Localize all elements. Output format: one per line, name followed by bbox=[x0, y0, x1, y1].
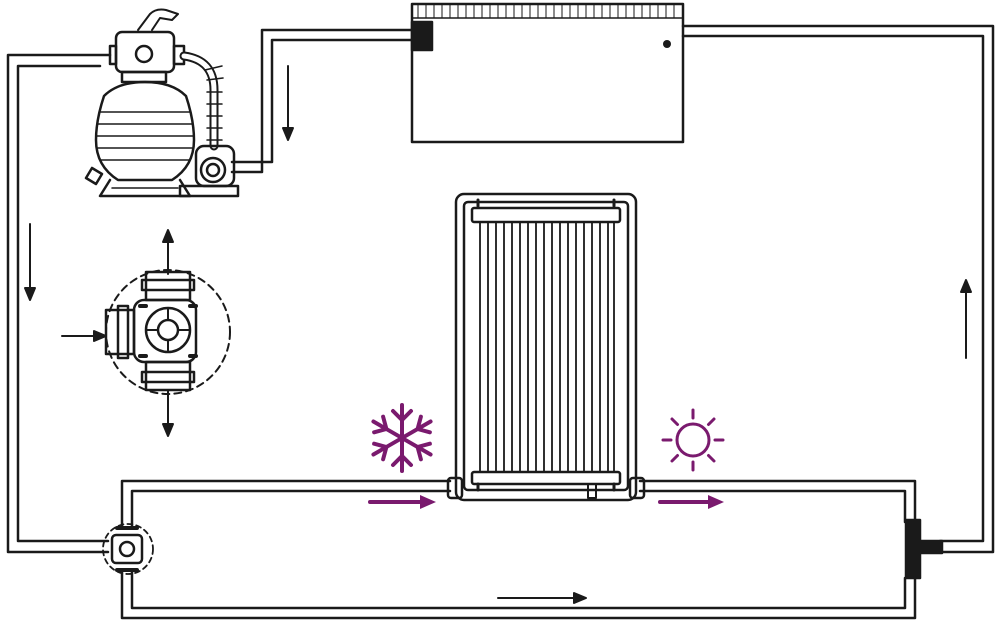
pipe-pump-to-pool-inner bbox=[230, 38, 414, 164]
filter-tank bbox=[94, 80, 196, 182]
pipe-lower-bottom-inner bbox=[130, 568, 907, 610]
pipe-network bbox=[6, 24, 995, 620]
filter-valve-head bbox=[114, 30, 176, 74]
arrow-valve-up-head bbox=[162, 229, 174, 243]
pool-inlet-fitting bbox=[410, 20, 434, 52]
filter-handle bbox=[137, 8, 179, 31]
filter-hose-ribs bbox=[204, 65, 224, 141]
valve-bottom-port bbox=[144, 360, 192, 392]
valve-bottom-port-collar bbox=[140, 370, 196, 384]
arrow-down-pump-head bbox=[282, 127, 294, 141]
filter-tank-ribs bbox=[96, 111, 194, 161]
valve-body bbox=[132, 298, 198, 364]
valve-knob-inner bbox=[156, 318, 180, 342]
pool-edge-tiles bbox=[417, 3, 675, 19]
pool-skimmer-dot bbox=[663, 40, 671, 48]
bypass-valve-ports bbox=[115, 526, 139, 572]
pump-impeller-outer bbox=[199, 156, 227, 184]
bypass-valve-body bbox=[110, 533, 144, 565]
filter-base bbox=[98, 178, 192, 198]
pipe-left-inner bbox=[16, 64, 110, 543]
filter-drain bbox=[84, 166, 104, 186]
valve-top-port-collar bbox=[140, 278, 196, 292]
pipe-lower-bottom-outer bbox=[120, 568, 917, 620]
return-inlet-body bbox=[904, 518, 922, 580]
pipe-lower-top-inner bbox=[130, 489, 452, 530]
arrow-up-right-head bbox=[960, 279, 972, 293]
hot-flow-arrow-head bbox=[708, 495, 724, 509]
solar-heater-panel bbox=[446, 192, 646, 502]
pool bbox=[410, 2, 685, 144]
snowflake-icon bbox=[371, 403, 433, 473]
return-inlet bbox=[904, 518, 944, 580]
sand-filter-pump bbox=[84, 8, 240, 198]
panel-frame-outer bbox=[454, 192, 638, 502]
bypass-valve-knob bbox=[118, 540, 136, 558]
panel-top-header bbox=[470, 206, 622, 224]
sun-icon bbox=[661, 408, 725, 472]
pipe-heater-out-inner bbox=[638, 489, 907, 524]
valve-bolts bbox=[138, 304, 198, 358]
panel-top-clips bbox=[476, 198, 616, 492]
pipe-heater-out-outer bbox=[638, 479, 917, 524]
pipe-pool-right-inner bbox=[681, 34, 985, 543]
filter-pressure-gauge bbox=[134, 44, 154, 64]
filter-valve-port-right bbox=[172, 44, 186, 66]
pipe-pump-to-pool-outer bbox=[230, 28, 414, 174]
arrow-bottom-head bbox=[573, 592, 587, 604]
return-inlet-nozzle bbox=[918, 539, 944, 555]
valve-dashed-outline bbox=[105, 269, 231, 395]
valve-knob-spokes bbox=[145, 307, 191, 353]
panel-frame-inner bbox=[462, 200, 630, 492]
panel-bottom-header bbox=[470, 470, 622, 486]
pool-body bbox=[410, 2, 685, 144]
flow-arrows bbox=[24, 65, 972, 604]
bypass-valve-dashed-outline bbox=[102, 523, 154, 575]
arrow-down-left-head bbox=[24, 287, 36, 301]
panel-drain-plug bbox=[587, 483, 597, 499]
three-way-valve bbox=[104, 269, 231, 395]
panel-tubes bbox=[479, 221, 615, 473]
valve-top-port bbox=[144, 270, 192, 302]
pipe-pool-right-outer bbox=[681, 24, 995, 554]
pump-base bbox=[178, 184, 240, 198]
bypass-valve bbox=[102, 523, 154, 575]
arrow-valve-in-head bbox=[93, 330, 107, 342]
pipe-left-outer bbox=[6, 53, 112, 554]
panel-outlet-connector bbox=[628, 476, 646, 500]
panel-inlet-connector bbox=[446, 476, 464, 500]
valve-left-port-collar bbox=[116, 304, 130, 360]
filter-neck bbox=[120, 70, 168, 84]
valve-left-port bbox=[104, 308, 136, 356]
filter-valve-port-left bbox=[108, 44, 118, 66]
arrow-valve-down-head bbox=[162, 423, 174, 437]
pipe-lower-top-outer bbox=[120, 479, 452, 530]
heat-flow-arrows bbox=[368, 495, 724, 509]
pump-impeller-inner bbox=[205, 162, 221, 178]
cold-flow-arrow-head bbox=[420, 495, 436, 509]
